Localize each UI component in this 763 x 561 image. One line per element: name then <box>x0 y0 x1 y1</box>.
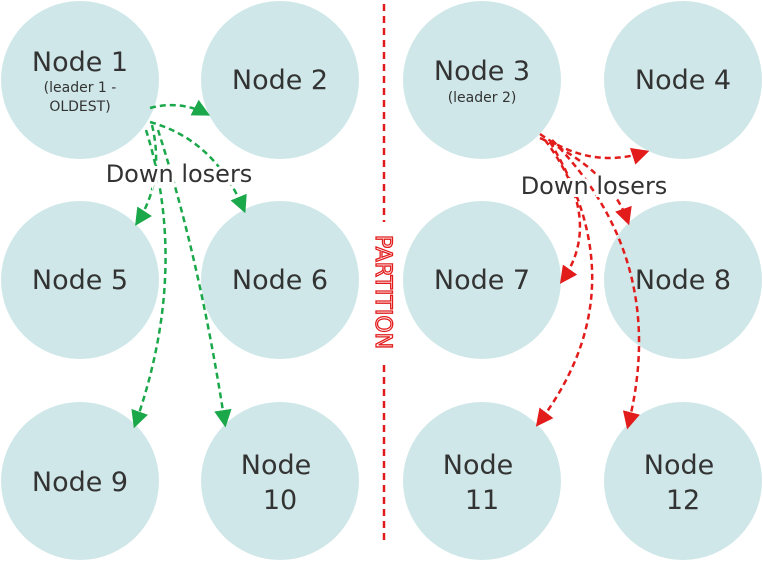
partition: PARTITION <box>369 4 396 545</box>
node-9-label: Node 9 <box>32 467 128 498</box>
node-2: Node 2 <box>201 1 359 159</box>
node-7-circle <box>403 201 561 359</box>
node-1-sublabel-line2: OLDEST) <box>49 99 110 115</box>
node-1-label: Node 1 <box>32 47 128 78</box>
node-6-label: Node 6 <box>232 265 328 296</box>
node-10-circle <box>201 402 359 560</box>
node-3-circle <box>403 1 561 159</box>
right-down-losers-label: Down losers <box>521 172 668 200</box>
node-8-circle <box>604 201 762 359</box>
node-9-circle <box>1 402 159 560</box>
arrow-node3-to-node4 <box>539 132 650 165</box>
node-1-circle <box>1 1 159 159</box>
node-12-label-line2: 12 <box>666 485 700 516</box>
node-2-label: Node 2 <box>232 65 328 96</box>
node-1: Node 1 (leader 1 - OLDEST) <box>1 1 159 159</box>
node-7-label: Node 7 <box>434 265 530 296</box>
arrow-node3-to-node7 <box>543 139 582 284</box>
arrow-node1-to-node9 <box>131 129 167 429</box>
node-6-circle <box>201 201 359 359</box>
node-11-circle <box>403 402 561 560</box>
node-4-circle <box>604 1 762 159</box>
node-5-label: Node 5 <box>32 265 128 296</box>
node-10-label-line1: Node <box>241 450 311 481</box>
arrow-node3-to-node11 <box>535 141 594 427</box>
left-down-losers-label: Down losers <box>106 160 253 188</box>
node-10-label-line2: 10 <box>263 485 297 516</box>
node-6: Node 6 <box>201 201 359 359</box>
node-11-label-line1: Node <box>443 450 513 481</box>
arrow-node3-to-node8 <box>539 136 632 226</box>
node-7: Node 7 <box>403 201 561 359</box>
node-5-circle <box>1 201 159 359</box>
node-4: Node 4 <box>604 1 762 159</box>
arrow-node1-to-node2 <box>149 99 211 116</box>
arrow-node1-to-node5 <box>135 124 158 226</box>
red-arrows <box>535 132 650 430</box>
green-arrows <box>131 99 247 429</box>
arrow-node1-to-node6 <box>149 120 247 214</box>
node-12-circle <box>604 402 762 560</box>
arrow-node3-to-node12 <box>551 139 641 430</box>
node-11-label-line2: 11 <box>465 485 499 516</box>
partition-label: PARTITION <box>370 235 395 349</box>
node-11: Node 11 <box>403 402 561 560</box>
arrow-node1-to-node10 <box>156 129 232 428</box>
node-10: Node 10 <box>201 402 359 560</box>
node-3-label: Node 3 <box>434 56 530 87</box>
node-3-sublabel: (leader 2) <box>448 90 517 106</box>
node-5: Node 5 <box>1 201 159 359</box>
node-9: Node 9 <box>1 402 159 560</box>
node-4-label: Node 4 <box>635 65 731 96</box>
node-12: Node 12 <box>604 402 762 560</box>
node-8-label: Node 8 <box>635 265 731 296</box>
node-8: Node 8 <box>604 201 762 359</box>
node-12-label-line1: Node <box>644 450 714 481</box>
node-2-circle <box>201 1 359 159</box>
node-3: Node 3 (leader 2) <box>403 1 561 159</box>
node-1-sublabel-line1: (leader 1 - <box>44 80 117 96</box>
